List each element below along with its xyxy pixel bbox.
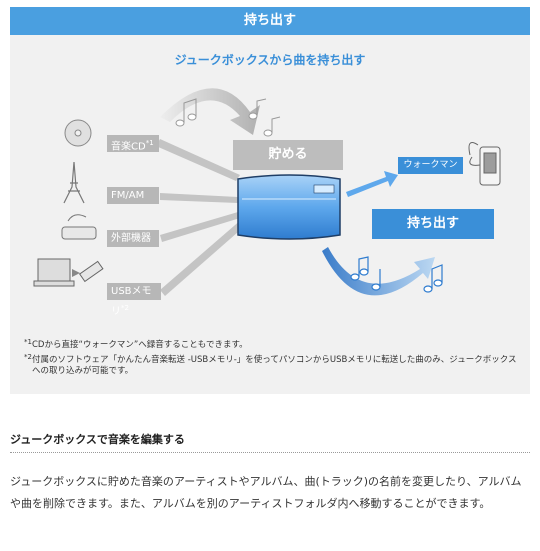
source-external-label: 外部機器 — [111, 233, 151, 244]
takeout-label: 持ち出す — [372, 209, 494, 239]
source-cd-footnote-mark: *1 — [145, 139, 154, 147]
source-usb-label: USBメモリ — [111, 286, 152, 318]
radio-icon — [61, 214, 97, 240]
footnote-1-mark: *1 — [24, 338, 32, 346]
footnote-1-text: CDから直接“ウォークマン”へ録音することもできます。 — [32, 340, 248, 350]
section-divider — [10, 452, 530, 453]
source-usb: USBメモリ*2 — [107, 283, 161, 317]
music-note-icon — [175, 98, 281, 137]
walkman-label: ウォークマン — [398, 157, 463, 174]
jukebox-device-icon — [237, 174, 341, 240]
source-fmam: FM/AM — [107, 187, 159, 204]
cd-icon — [64, 119, 92, 147]
panel-header: 持ち出す — [10, 7, 530, 35]
diagram-graphic — [33, 88, 501, 296]
section-title: ジュークボックスで音楽を編集する — [10, 433, 185, 446]
footnote-2-mark: *2 — [24, 353, 32, 361]
footnote-1: *1 CDから直接“ウォークマン”へ録音することもできます。 — [24, 338, 522, 351]
footnote-2-text: 付属のソフトウェア「かんたん音楽転送 -USBメモリ-」を使ってパソコンからUS… — [32, 355, 517, 376]
source-cd-label: 音楽CD — [111, 141, 146, 153]
source-usb-footnote-mark: *2 — [121, 304, 129, 312]
usb-stick-icon — [78, 260, 104, 283]
feature-panel: 持ち出す ジュークボックスから曲を持ち出す — [10, 7, 530, 394]
diagram-subtitle: ジュークボックスから曲を持ち出す — [174, 53, 366, 67]
tower-icon — [63, 161, 85, 204]
walkman-arrow — [346, 171, 398, 197]
store-arc-arrow — [160, 88, 260, 135]
store-label: 貯める — [233, 140, 343, 170]
walkman-icon — [468, 142, 501, 186]
arrow-icon — [72, 269, 80, 277]
source-external: 外部機器 — [107, 230, 159, 247]
takeout-arc-arrow — [322, 247, 435, 296]
source-arrows — [156, 139, 246, 296]
music-note-icon — [350, 256, 443, 293]
source-cd: 音楽CD*1 — [107, 135, 159, 152]
laptop-icon — [33, 258, 75, 287]
section-body: ジュークボックスに貯めた音楽のアーティストやアルバム、曲(トラック)の名前を変更… — [10, 475, 522, 510]
footnote-2: *2 付属のソフトウェア「かんたん音楽転送 -USBメモリ-」を使ってパソコンか… — [24, 353, 522, 377]
source-fmam-label: FM/AM — [111, 190, 145, 201]
